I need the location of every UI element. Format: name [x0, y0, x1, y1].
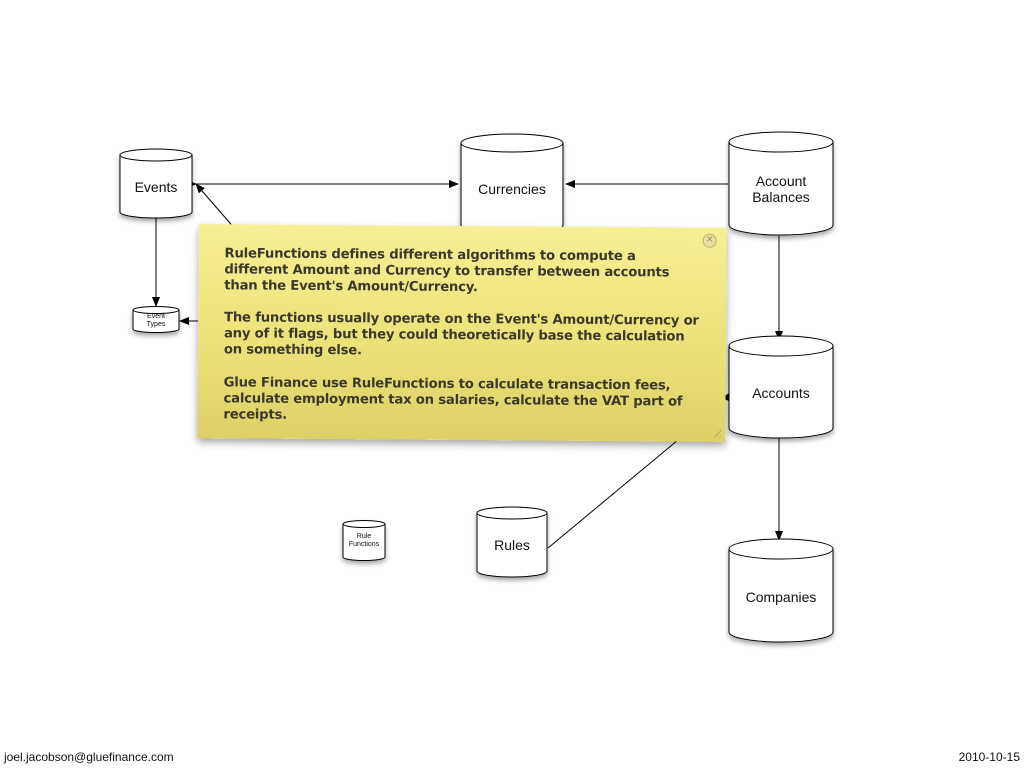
resize-handle-icon[interactable] — [709, 426, 721, 438]
sticky-note[interactable]: × RuleFunctions defines different algori… — [197, 224, 727, 442]
edge-rules-accounts — [547, 439, 679, 549]
db-accounts[interactable] — [728, 335, 834, 439]
label-rules: Rules — [494, 536, 530, 553]
footer-email: joel.jacobson@gluefinance.com — [4, 750, 174, 764]
db-account-balances[interactable] — [728, 131, 834, 236]
note-paragraph-1: RuleFunctions defines different algorith… — [224, 246, 670, 296]
db-event-types[interactable] — [132, 306, 180, 333]
label-events: Events — [134, 178, 178, 195]
db-rule-functions[interactable] — [342, 520, 386, 561]
db-events[interactable] — [119, 148, 193, 219]
label-rule-functions: Rule Functions — [348, 533, 380, 548]
label-event-types: Event Types — [146, 313, 166, 328]
db-rules[interactable] — [476, 506, 548, 578]
edge-to-events — [195, 183, 237, 231]
note-paragraph-2: The functions usually operate on the Eve… — [223, 310, 699, 359]
label-accounts: Accounts — [752, 384, 810, 401]
db-companies[interactable] — [728, 538, 834, 643]
label-account-balances: Account Balances — [752, 172, 810, 205]
close-icon[interactable]: × — [702, 233, 717, 248]
label-currencies: Currencies — [478, 180, 546, 197]
note-paragraph-3: Glue Finance use RuleFunctions to calcul… — [223, 374, 683, 423]
footer-date: 2010-10-15 — [958, 750, 1020, 764]
label-companies: Companies — [745, 588, 817, 605]
